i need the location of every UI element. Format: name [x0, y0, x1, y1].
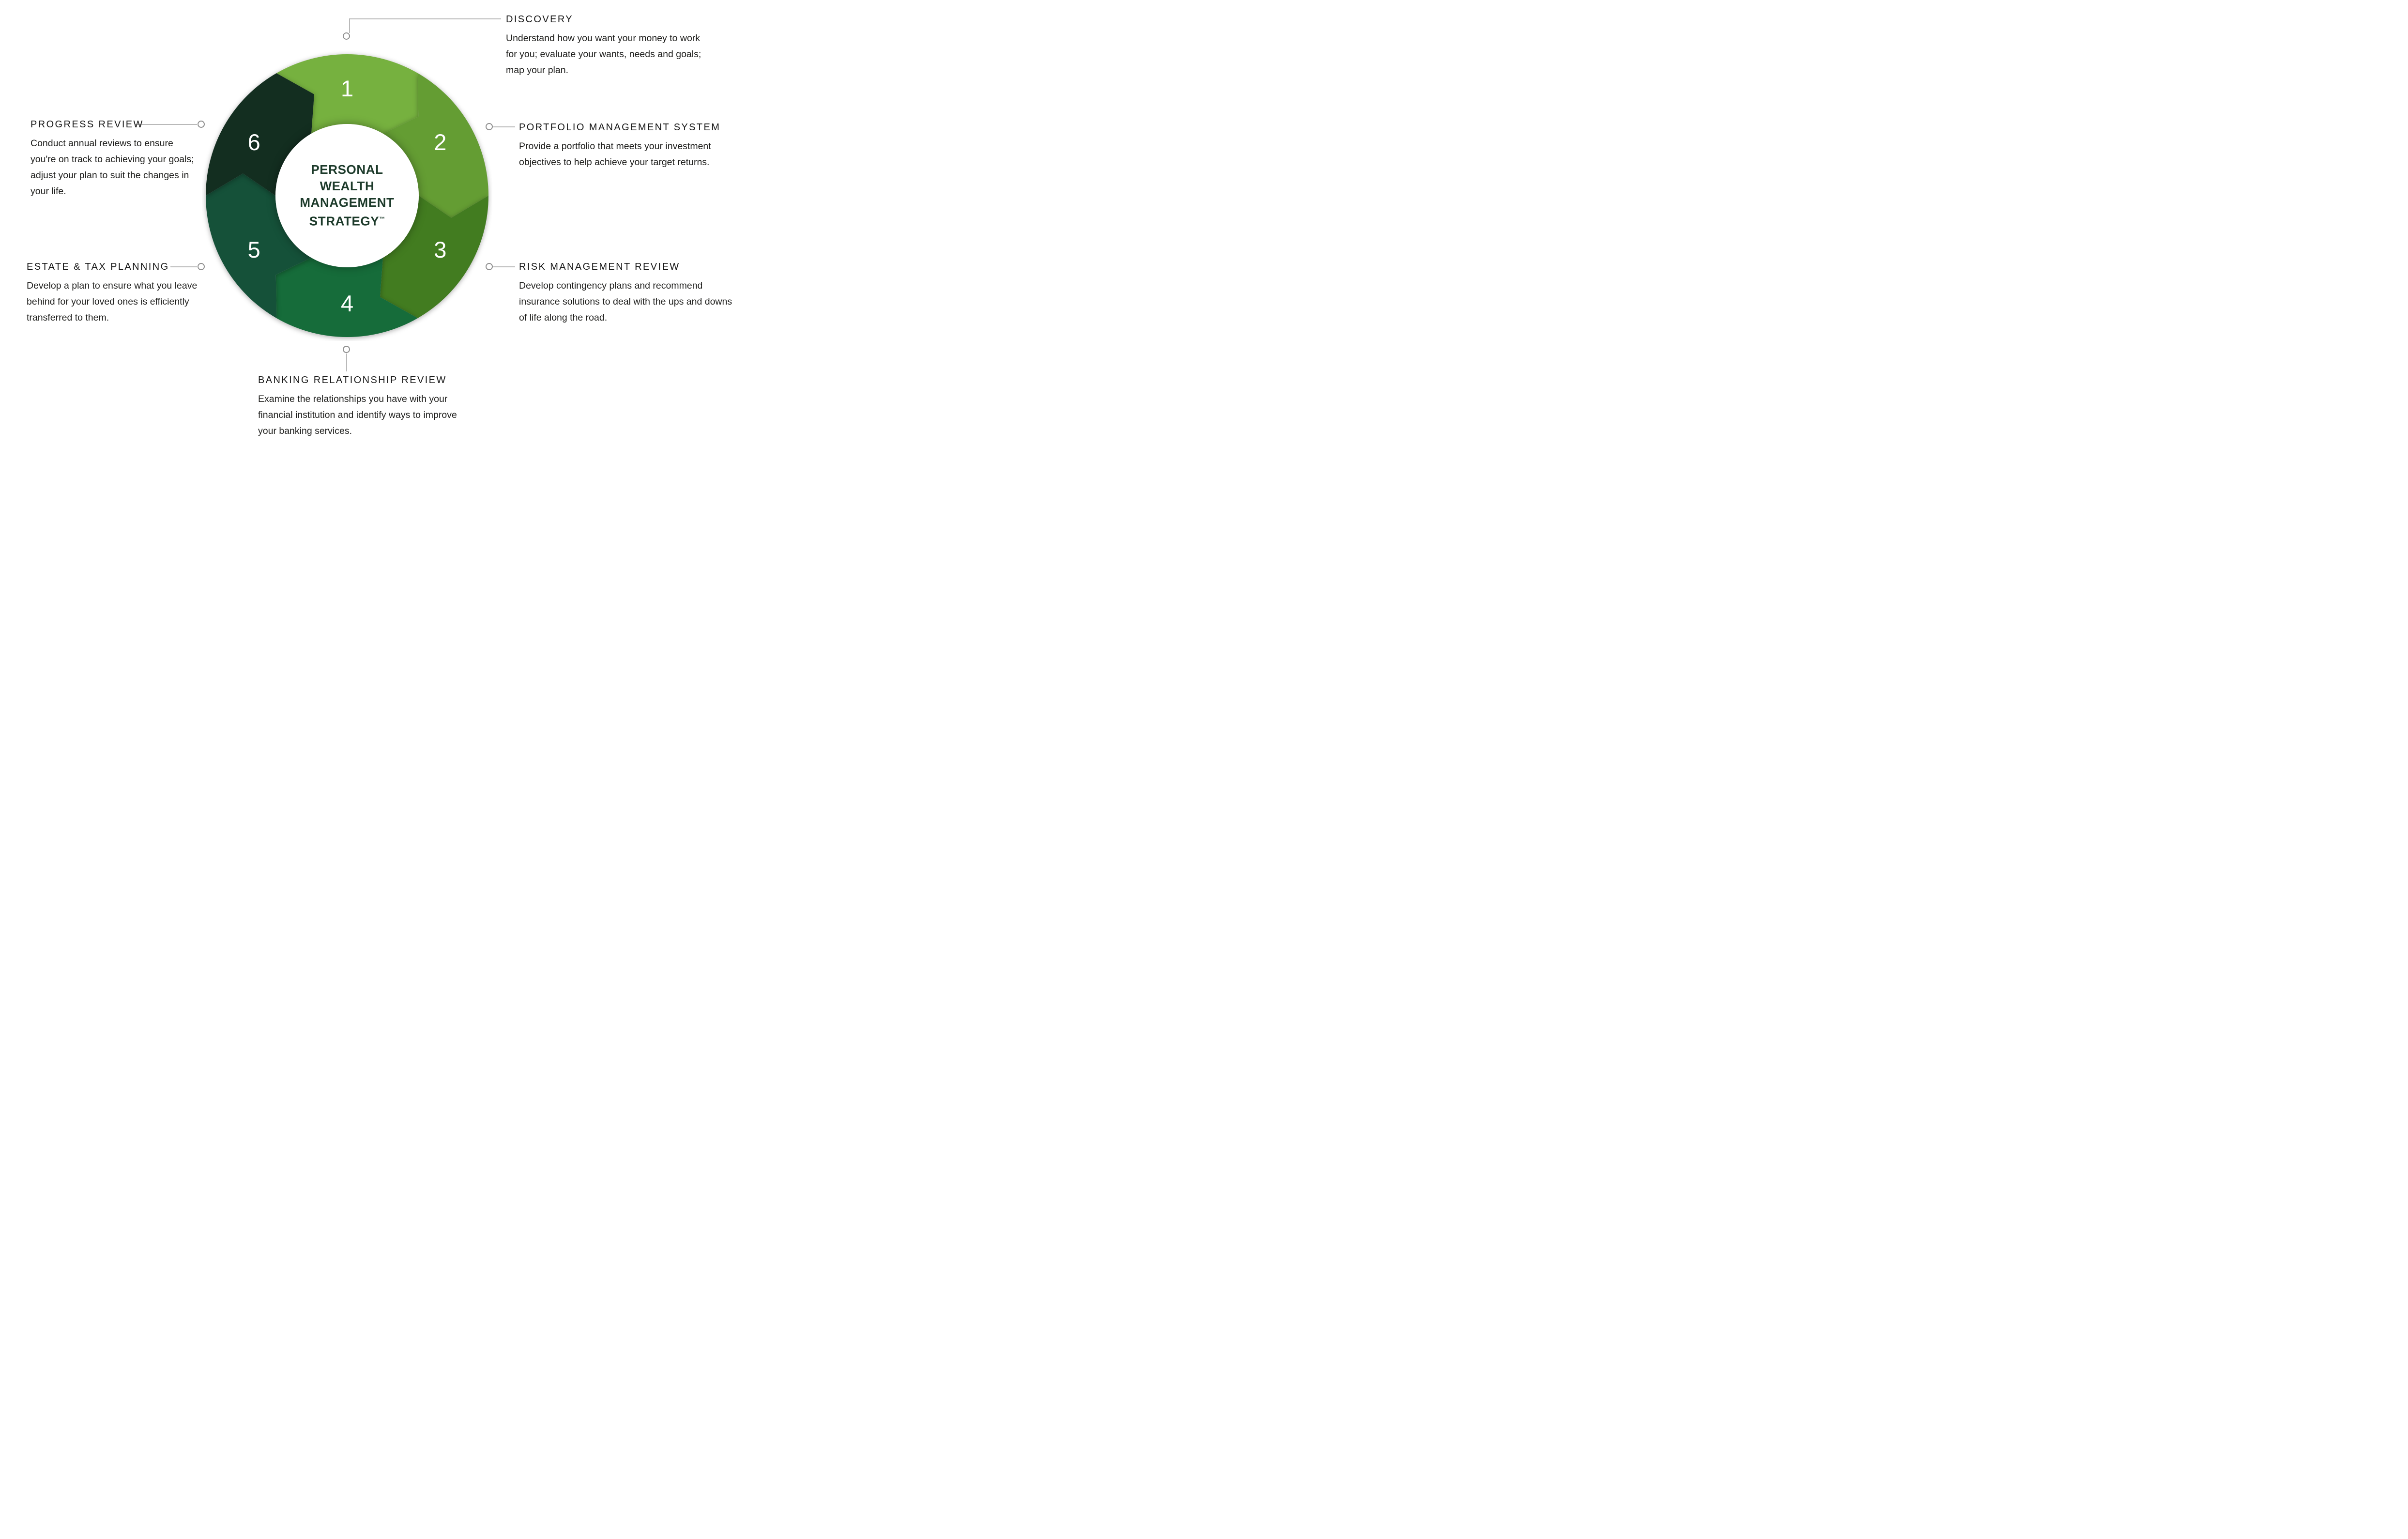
banking-leader-line: [346, 354, 347, 371]
callout-banking-description: Examine the relationships you have with …: [258, 394, 457, 436]
center-title-line: WEALTH: [320, 179, 375, 193]
callout-estate-description: Develop a plan to ensure what you leave …: [27, 280, 198, 323]
callout-banking-title: BANKING RELATIONSHIP REVIEW: [258, 375, 447, 385]
wheel-numbers: 1 2 3 4 5 6: [248, 76, 447, 316]
center-title-line: PERSONAL: [311, 162, 383, 177]
segment-number-6: 6: [248, 129, 260, 155]
callout-discovery-title: DISCOVERY: [506, 14, 574, 25]
banking-node-circle: [343, 346, 350, 353]
callout-portfolio-title: PORTFOLIO MANAGEMENT SYSTEM: [519, 122, 721, 133]
wheel-segment-1: [276, 54, 419, 134]
callout-risk-description: Develop contingency plans and recommend …: [519, 280, 732, 323]
callout-discovery-description: Understand how you want your money to wo…: [506, 33, 701, 76]
wheel-segment-2: [383, 73, 488, 218]
callout-progress-title: PROGRESS REVIEW: [30, 119, 144, 130]
wheel-center-hub: [275, 124, 419, 267]
infographic-canvas: 1 2 3 4 5 6 PERSONAL WEALTH MANAGEMENT STRATE…: [0, 0, 752, 481]
callout-progress-review: PROGRESS REVIEW Conduct annual reviews t…: [30, 118, 201, 200]
wheel-segment-6: [206, 73, 315, 196]
progress-leader-line: [135, 124, 197, 125]
portfolio-leader-line: [493, 126, 515, 127]
callout-discovery: DISCOVERY Understand how you want your m…: [506, 13, 709, 78]
segment-number-3: 3: [434, 237, 446, 262]
portfolio-node-circle: [486, 123, 493, 130]
cycle-wheel: 1 2 3 4 5 6: [206, 54, 488, 338]
callout-risk-title: RISK MANAGEMENT REVIEW: [519, 262, 680, 272]
wheel-segment-3: [380, 196, 488, 318]
callout-portfolio-description: Provide a portfolio that meets your inve…: [519, 141, 711, 168]
center-title-line: STRATEGY™: [309, 214, 385, 229]
wheel-segment-4: [275, 258, 418, 338]
wheel-segments: [206, 54, 488, 338]
risk-node-circle: [486, 263, 493, 270]
callout-estate-title: ESTATE & TAX PLANNING: [27, 262, 169, 272]
estate-node-circle: [198, 263, 205, 270]
discovery-leader-line-vertical: [349, 18, 350, 33]
risk-leader-line: [493, 266, 515, 267]
discovery-node-circle: [343, 32, 350, 40]
wheel-segment-5: [206, 173, 311, 318]
callout-estate-tax-planning: ESTATE & TAX PLANNING Develop a plan to …: [27, 261, 201, 326]
callout-banking-relationship-review: BANKING RELATIONSHIP REVIEW Examine the …: [258, 374, 466, 439]
progress-node-circle: [198, 121, 205, 128]
center-title: PERSONAL WEALTH MANAGEMENT STRATEGY™: [275, 161, 419, 230]
callout-portfolio-management-system: PORTFOLIO MANAGEMENT SYSTEM Provide a po…: [519, 121, 721, 170]
segment-number-5: 5: [248, 237, 260, 262]
callout-progress-description: Conduct annual reviews to ensure you're …: [30, 138, 194, 197]
center-title-line: MANAGEMENT: [300, 195, 395, 210]
discovery-leader-line: [350, 18, 501, 19]
segment-number-2: 2: [434, 129, 446, 155]
trademark-symbol: ™: [379, 215, 385, 222]
estate-leader-line: [170, 266, 197, 267]
segment-number-4: 4: [341, 291, 353, 316]
callout-risk-management-review: RISK MANAGEMENT REVIEW Develop contingen…: [519, 261, 736, 326]
segment-number-1: 1: [341, 76, 353, 101]
